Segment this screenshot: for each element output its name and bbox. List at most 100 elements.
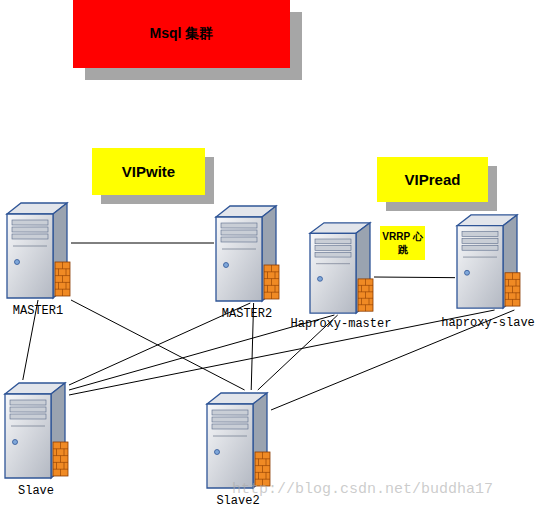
power-button (15, 260, 20, 265)
panel-line (222, 249, 256, 250)
power-button (318, 277, 323, 282)
panel-line (11, 426, 45, 427)
server-node: Slave (3, 380, 69, 480)
brick-line (275, 272, 276, 279)
box-title: VIPwite (122, 163, 175, 180)
server-label: MASTER1 (13, 304, 63, 318)
server-front (310, 233, 356, 313)
firewall-brick (255, 452, 270, 486)
server-front (7, 214, 53, 298)
server-label: Slave (18, 484, 54, 498)
box-title: VIPread (405, 171, 461, 188)
firewall-brick (53, 442, 68, 476)
brick-line (60, 469, 61, 476)
power-button (465, 270, 470, 275)
drive-bay (10, 407, 46, 412)
server-icon (3, 380, 69, 480)
server-node: MASTER1 (5, 200, 71, 300)
drive-bay (212, 417, 248, 422)
brick-line (266, 472, 267, 479)
brick-line (56, 449, 57, 456)
brick-line (505, 279, 520, 280)
server-node: MASTER2 (214, 203, 280, 303)
highlight-box: VIPread (377, 157, 488, 202)
firewall-brick (264, 265, 279, 299)
edge-label: VRRP 心跳 (380, 226, 425, 260)
drive-bay (221, 223, 257, 228)
server-label: haproxy-slave (441, 316, 535, 330)
server-front (216, 217, 262, 301)
brick-line (516, 293, 517, 300)
drive-bay (10, 414, 46, 419)
brick-line (275, 285, 276, 292)
server-icon (308, 220, 374, 315)
drive-bay (315, 246, 351, 251)
drive-bay (12, 234, 48, 239)
server-node: haproxy-slave (455, 212, 521, 310)
brick-line (264, 271, 279, 272)
drive-bay (462, 245, 498, 250)
drive-bay (10, 400, 46, 405)
server-front (457, 226, 503, 308)
brick-line (64, 462, 65, 469)
brick-line (365, 279, 366, 285)
server-icon (5, 200, 71, 300)
brick-line (62, 262, 63, 269)
server-icon (455, 212, 521, 310)
brick-line (60, 442, 61, 449)
connector-line (374, 277, 455, 279)
drive-bay (12, 220, 48, 225)
drive-bay (315, 239, 351, 244)
watermark: http://blog.csdn.net/buddha17 (232, 481, 493, 498)
drive-bay (462, 232, 498, 237)
brick-line (258, 459, 259, 466)
drive-bay (212, 424, 248, 429)
server-node: Slave2 (205, 390, 271, 490)
brick-line (264, 285, 279, 286)
firewall-brick (505, 273, 520, 306)
brick-line (369, 298, 370, 304)
power-button (13, 440, 18, 445)
drive-bay (221, 237, 257, 242)
brick-line (53, 448, 68, 449)
panel-line (13, 246, 47, 247)
brick-line (262, 466, 263, 473)
connector-line (69, 310, 495, 395)
panel-line (213, 436, 247, 437)
brick-line (358, 285, 373, 286)
brick-line (55, 268, 70, 269)
server-icon (205, 390, 271, 490)
server-icon (214, 203, 280, 303)
brick-line (508, 293, 509, 300)
brick-line (271, 279, 272, 286)
brick-line (60, 456, 61, 463)
brick-line (58, 282, 59, 289)
brick-line (55, 282, 70, 283)
brick-line (358, 298, 373, 299)
brick-line (255, 472, 270, 473)
brick-line (365, 305, 366, 311)
brick-line (505, 292, 520, 293)
brick-line (66, 269, 67, 276)
firewall-brick (358, 279, 373, 311)
brick-line (516, 279, 517, 286)
brick-line (262, 452, 263, 459)
brick-line (267, 285, 268, 292)
panel-line (316, 263, 350, 264)
connector-line (71, 243, 214, 244)
drive-bay (315, 252, 351, 257)
brick-line (369, 285, 370, 291)
brick-line (258, 472, 259, 479)
brick-line (255, 458, 270, 459)
box-title: Msql 集群 (150, 25, 214, 43)
brick-line (56, 462, 57, 469)
firewall-brick (55, 262, 70, 296)
brick-line (267, 272, 268, 279)
drive-bay (12, 227, 48, 232)
power-button (224, 263, 229, 268)
server-node: Haproxy-master (308, 220, 374, 315)
brick-line (64, 449, 65, 456)
drive-bay (221, 230, 257, 235)
drive-bay (212, 410, 248, 415)
